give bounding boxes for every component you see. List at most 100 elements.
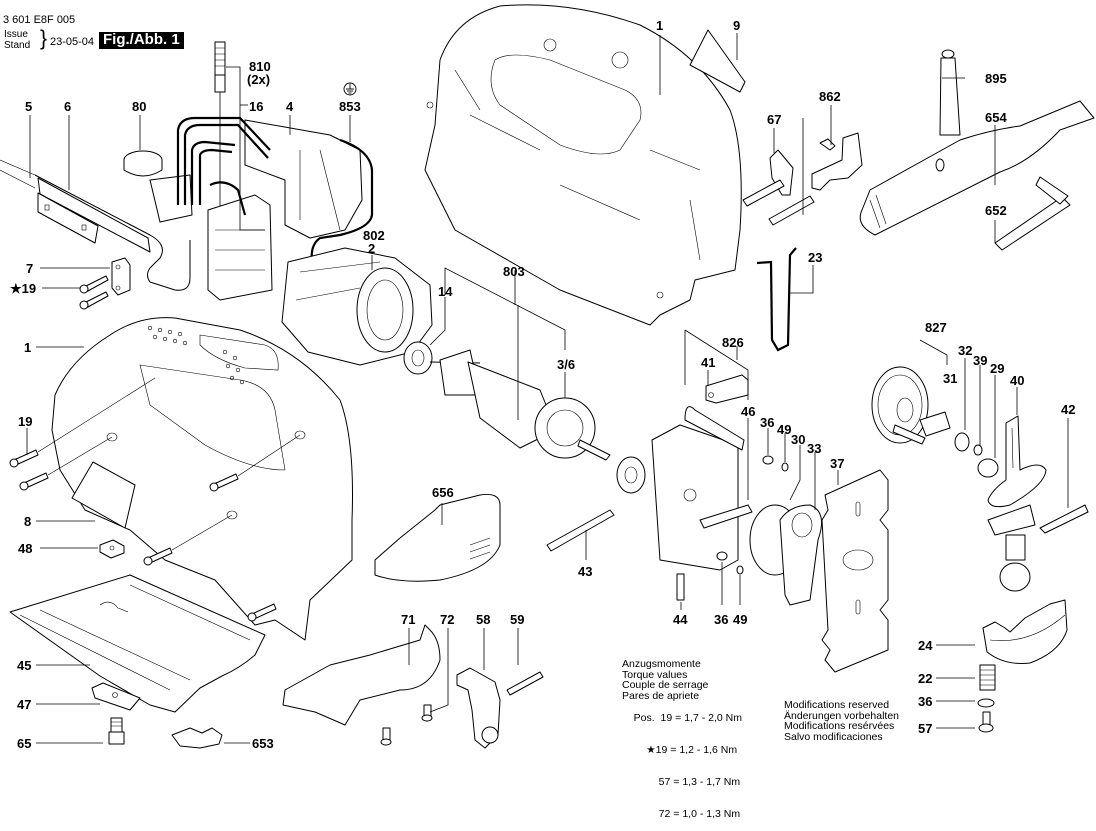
part-14-bearing <box>403 341 433 375</box>
document-code: 3 601 E8F 005 <box>3 14 76 26</box>
torque-values-note: Anzugsmomente Torque values Couple de se… <box>622 659 742 830</box>
part-32-washer <box>954 432 970 452</box>
callout-43: 43 <box>578 564 592 579</box>
figure-label: Fig./Abb. 1 <box>99 32 184 49</box>
issue-label: Issue Stand <box>4 29 30 51</box>
callout-72: 72 <box>440 612 454 627</box>
part-80-speed-dial <box>123 150 193 223</box>
part-65-screw <box>108 717 125 745</box>
wiring-harness <box>176 116 374 263</box>
part-48-pad <box>99 539 125 559</box>
torque-row: 72 = 1,0 - 1,3 Nm <box>658 807 741 820</box>
part-19-screw-star <box>79 275 109 310</box>
callout-654: 654 <box>985 110 1007 125</box>
callout-32: 32 <box>958 343 972 358</box>
part-59-pin <box>506 671 544 696</box>
callout-802: 802 <box>363 228 385 243</box>
callout-652: 652 <box>985 203 1007 218</box>
callout-19-star: ★19 <box>10 281 36 296</box>
issue-label-top: Issue <box>4 29 28 40</box>
callout-8: 8 <box>24 514 31 529</box>
torque-pos: 72 <box>658 807 671 820</box>
callout-33: 33 <box>807 441 821 456</box>
torque-title-de: Anzugsmomente <box>622 658 701 670</box>
part-44-pin <box>676 573 685 601</box>
callout-7: 7 <box>26 261 33 276</box>
part-23-wire-clip <box>756 247 797 352</box>
torque-row: ★19 = 1,2 - 1,6 Nm <box>622 734 742 766</box>
torque-value: 1,2 - 1,6 Nm <box>679 743 738 756</box>
callout-39: 39 <box>973 353 987 368</box>
part-29-bushing <box>977 458 999 478</box>
part-24-guard <box>982 599 1068 664</box>
callout-31: 31 <box>943 371 957 386</box>
callout-59: 59 <box>510 612 524 627</box>
callout-47: 47 <box>17 697 31 712</box>
torque-pos: 19 <box>660 711 673 724</box>
callout-44: 44 <box>673 612 688 627</box>
callout-5: 5 <box>25 99 32 114</box>
callout-803: 803 <box>503 264 525 279</box>
torque-value: 1,7 - 2,0 Nm <box>684 711 742 724</box>
torque-title-fr: Couple de serrage <box>622 679 709 692</box>
part-1-housing-right <box>424 4 742 326</box>
part-827-drive-gear <box>871 366 951 445</box>
part-33-cam-lever <box>779 504 823 606</box>
torque-value: 1,0 - 1,3 Nm <box>682 807 741 820</box>
torque-title-en: Torque values <box>622 668 688 681</box>
part-826-gear-plate <box>651 406 753 571</box>
callout-16: 16 <box>249 99 263 114</box>
callout-653: 653 <box>252 736 274 751</box>
issue-label-bottom: Stand <box>4 40 31 51</box>
issue-brace: } <box>40 27 48 50</box>
modifications-fr: Modifications resérvées <box>784 720 895 733</box>
callout-37: 37 <box>830 456 844 471</box>
part-47-clamp-plate <box>91 682 141 711</box>
callout-57: 57 <box>918 721 932 736</box>
callout-6: 6 <box>64 99 71 114</box>
modifications-en: Modifications reserved <box>784 699 890 711</box>
callout-826: 826 <box>722 335 744 350</box>
callout-45: 45 <box>17 658 31 673</box>
part-7-cord-clamp <box>111 257 131 296</box>
callout-46: 46 <box>741 404 755 419</box>
callout-36-mid: 36 <box>714 612 728 627</box>
callout-656: 656 <box>432 485 454 500</box>
callout-30: 30 <box>791 432 805 447</box>
part-16-switch-assembly <box>207 194 273 301</box>
callout-49-upper: 49 <box>777 422 791 437</box>
grip-dots <box>147 325 245 385</box>
torque-row: 57 = 1,3 - 1,7 Nm <box>658 775 741 788</box>
callout-22: 22 <box>918 671 932 686</box>
part-895-grease-tube <box>939 49 961 136</box>
callout-67: 67 <box>767 112 781 127</box>
callout-29: 29 <box>990 361 1004 376</box>
callout-80: 80 <box>132 99 146 114</box>
modifications-de: Änderungen vorbehalten <box>784 709 900 722</box>
modifications-es: Salvo modificaciones <box>784 731 883 744</box>
callout-71: 71 <box>401 612 415 627</box>
ground-icon <box>343 82 357 96</box>
callout-4: 4 <box>286 99 294 114</box>
part-39-circlip <box>973 444 983 456</box>
part-19-screws <box>9 377 301 622</box>
callout-2: 2 <box>368 241 375 256</box>
callout-41: 41 <box>701 355 715 370</box>
callout-9: 9 <box>733 18 740 33</box>
part-41-guide <box>705 374 749 404</box>
part-6-cord-guard <box>37 177 151 253</box>
part-3-6-armature <box>429 349 611 461</box>
leader-lines <box>26 33 1069 744</box>
part-5-power-cord <box>0 159 191 291</box>
callout-895: 895 <box>985 71 1007 86</box>
modifications-note: Modifications reserved Änderungen vorbeh… <box>784 700 899 743</box>
part-22-spring <box>979 664 996 691</box>
callout-14: 14 <box>438 284 453 299</box>
part-37-guide-plate <box>821 469 889 673</box>
callout-862: 862 <box>819 89 841 104</box>
part-652-hex-key <box>994 176 1071 251</box>
callout-1-left: 1 <box>24 340 31 355</box>
part-45-base-plate <box>9 574 266 713</box>
part-2-field-stator <box>281 247 433 366</box>
part-9-label <box>689 29 746 93</box>
